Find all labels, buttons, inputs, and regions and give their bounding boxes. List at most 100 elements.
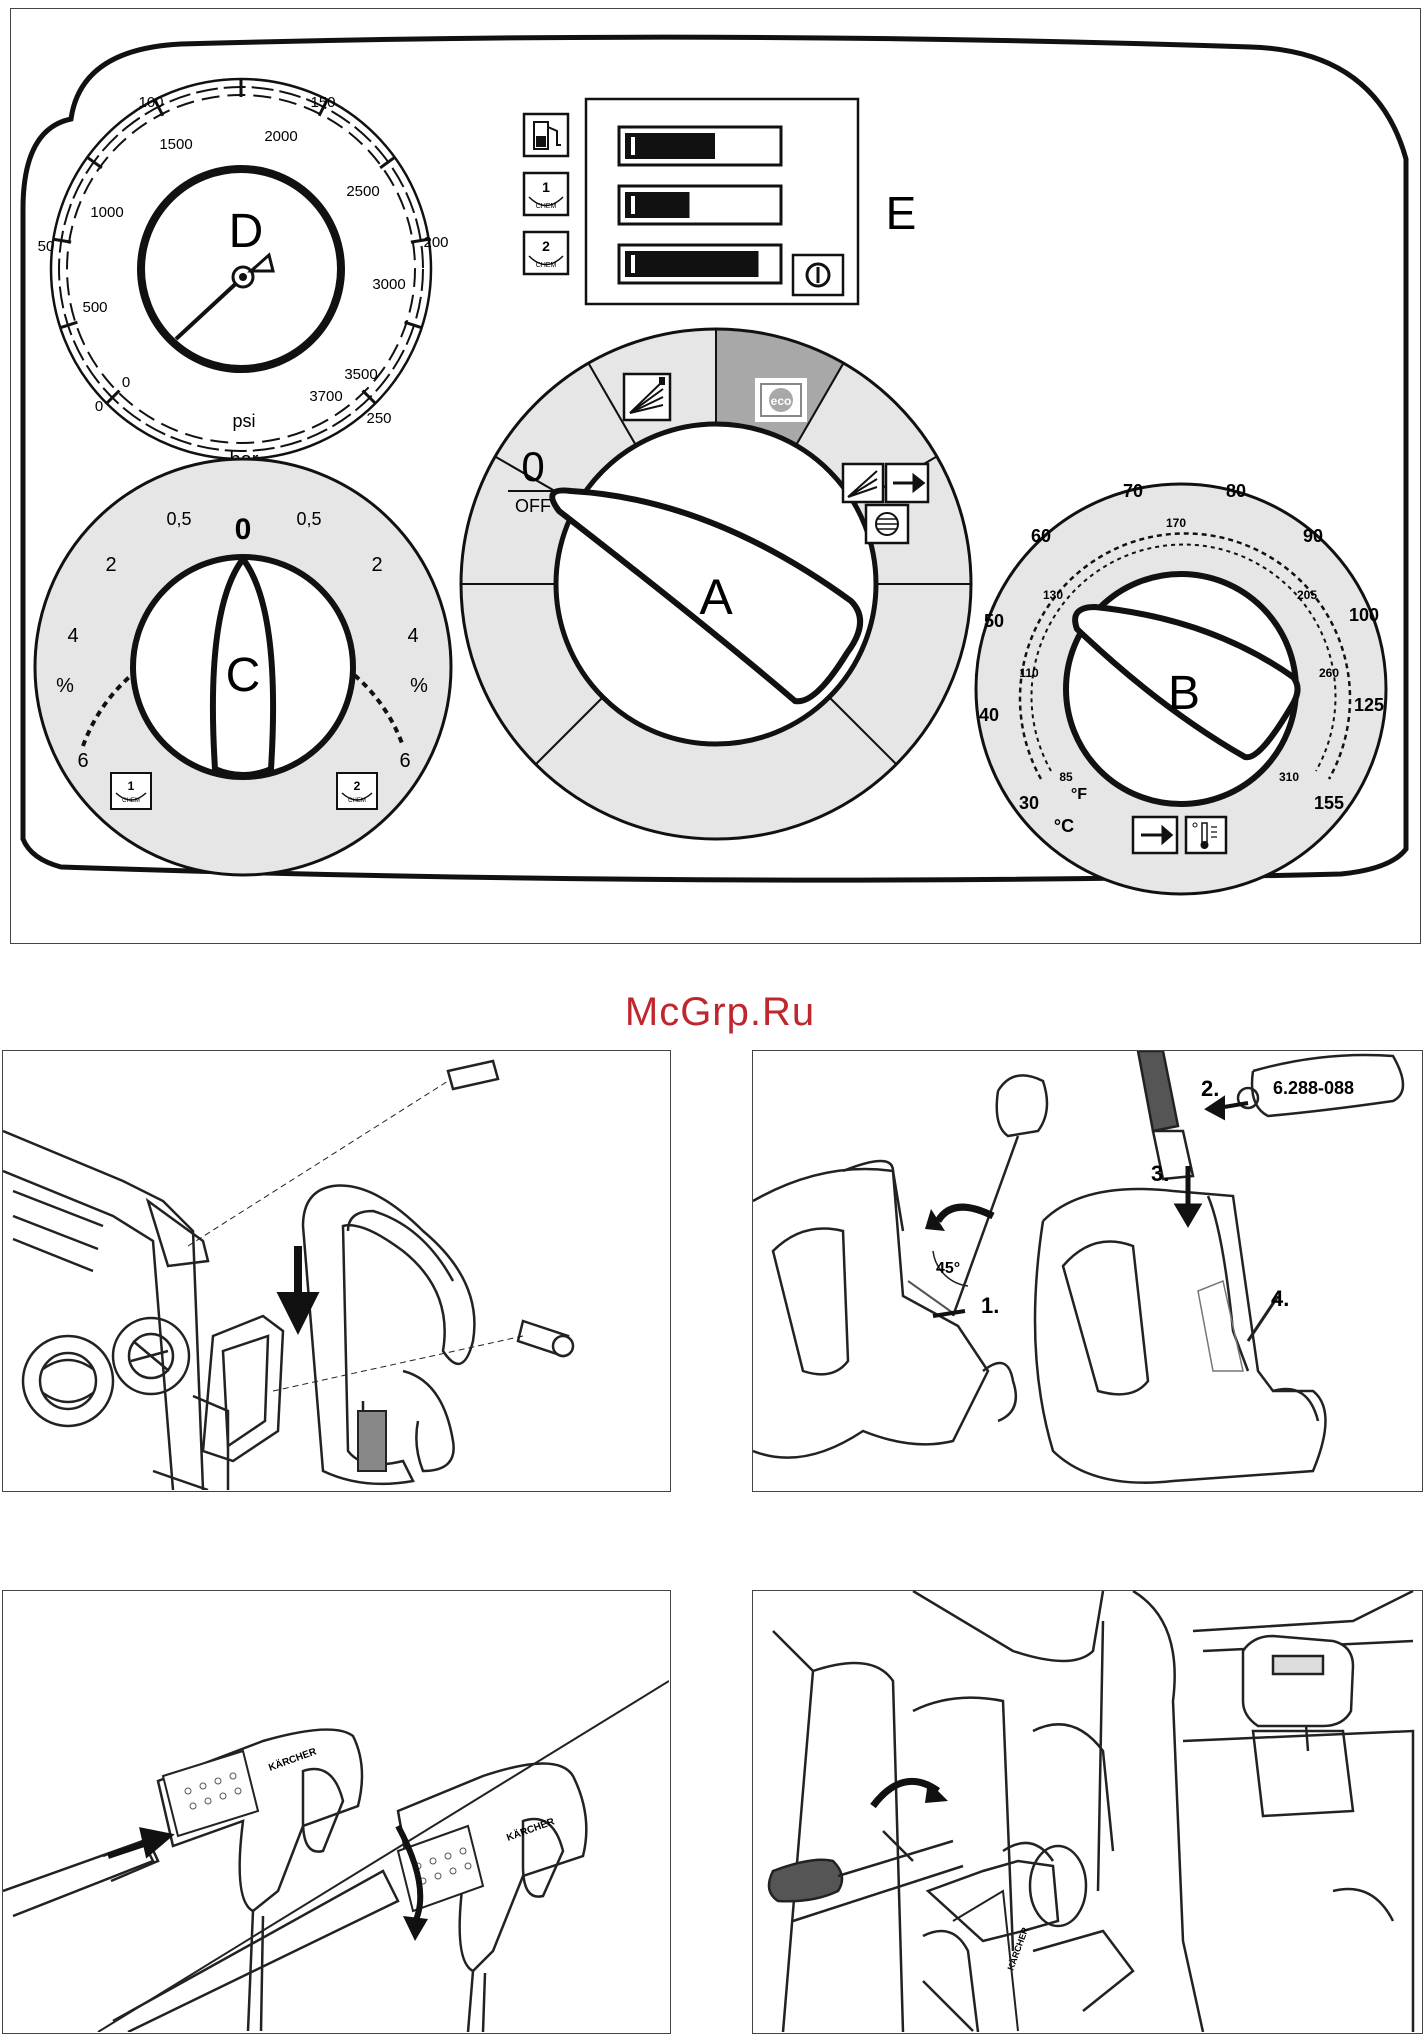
step-3-label: 3. [1151,1161,1169,1186]
bar-tick-250: 250 [366,410,391,427]
trigger-gun-steps-figure: 45° 1. 6.288-088 2. 3. 4. [752,1050,1423,1492]
bar-tick-150: 150 [310,94,335,111]
celsius-155: 155 [1314,793,1344,813]
holder-mounting-svg: KÄRCHER [753,1591,1421,2032]
insert-arrow [108,1831,168,1856]
dial-c-right-4: 4 [407,625,418,647]
unit-celsius: °C [1054,816,1074,836]
eco-icon: eco [756,379,806,421]
heating-arrow-icon [886,464,928,502]
screwdriver-handle [769,1860,842,1902]
bar-tick-200: 200 [423,234,448,251]
bar-tick-100: 100 [138,94,163,111]
dial-c-left-6: 6 [77,750,88,772]
mode-selector-dial[interactable]: A 0 OFF eco [461,329,971,839]
bar-tick-0: 0 [95,398,103,415]
gauge-tick-7 [380,157,395,168]
pressure-gauge: D psi bar 0 50 100 150 200 250 0 500 100… [38,79,449,471]
chemical-dosing-dial[interactable]: C 0 0,5 2 4 % 6 0,5 2 4 % 6 1 CHEM 2 CHE… [35,459,451,875]
psi-tick-3700: 3700 [309,388,342,405]
control-panel-figure: D psi bar 0 50 100 150 200 250 0 500 100… [10,8,1421,944]
fahrenheit-205: 205 [1297,588,1317,602]
spray-icon [624,374,670,420]
gauge-unit-psi: psi [232,411,255,431]
off-number: 0 [521,443,544,490]
trigger-gun-steps-svg: 45° 1. 6.288-088 2. 3. 4. [753,1051,1421,1490]
psi-tick-0: 0 [122,374,130,391]
rotate-arrow [938,1207,993,1221]
fahrenheit-310: 310 [1279,770,1299,784]
fahrenheit-85: 85 [1059,770,1073,784]
psi-tick-500: 500 [82,299,107,316]
celsius-100: 100 [1349,605,1379,625]
handle-grip-insert [358,1411,386,1471]
psi-tick-3500: 3500 [344,366,377,383]
step-1-label: 1. [981,1293,999,1318]
dial-c-right-6: 6 [399,750,410,772]
temperature-dial[interactable]: B 30 40 50 60 70 80 90 100 125 155 85 11… [976,481,1386,894]
power-icon[interactable] [793,255,843,295]
celsius-70: 70 [1123,481,1143,501]
level-tick-2 [631,196,635,214]
chem-1-icon: 1 CHEM [524,173,568,215]
lance-attach-figure: KÄRCHER KÄRCHER [2,1590,671,2034]
psi-tick-2500: 2500 [346,183,379,200]
dial-c-right-2: 2 [371,554,382,576]
unit-fahrenheit: °F [1071,786,1087,803]
thermometer-icon [1186,817,1226,853]
celsius-30: 30 [1019,793,1039,813]
celsius-90: 90 [1303,526,1323,546]
svg-text:eco: eco [771,394,792,408]
step-4-label: 4. [1271,1286,1289,1311]
svg-text:1: 1 [542,179,550,195]
level-tick-1 [631,137,635,155]
lance-attach-svg: KÄRCHER KÄRCHER [3,1591,669,2032]
watermark-text: McGrp.Ru [0,990,1428,1035]
dial-c-left-2: 2 [105,554,116,576]
bar-tick-50: 50 [38,238,55,255]
celsius-125: 125 [1354,695,1384,715]
svg-text:2: 2 [354,779,361,793]
off-label: OFF [515,496,551,516]
level-bars [619,127,781,283]
dial-c-chem-1-icon: 1 CHEM [111,773,151,809]
celsius-40: 40 [979,705,999,725]
part-number-label: 6.288-088 [1273,1078,1354,1098]
dial-b-letter: B [1168,667,1200,720]
celsius-60: 60 [1031,526,1051,546]
fahrenheit-130: 130 [1043,588,1063,602]
dial-c-left-4: 4 [67,625,78,647]
celsius-80: 80 [1226,481,1246,501]
psi-tick-1500: 1500 [159,136,192,153]
svg-text:2: 2 [542,238,550,254]
dial-a-letter: A [699,569,733,625]
angle-label: 45° [936,1260,960,1277]
counter-box [1243,1636,1353,1726]
dial-c-chem-2-icon: 2 CHEM [337,773,377,809]
dial-c-left-percent: % [56,675,74,697]
psi-tick-1000: 1000 [90,204,123,221]
fahrenheit-110: 110 [1019,666,1039,680]
level-tick-3 [631,255,635,273]
handle-mounting-figure [2,1050,671,1492]
holder-mounting-figure: KÄRCHER [752,1590,1423,2034]
dial-c-zero: 0 [235,513,252,546]
psi-tick-2000: 2000 [264,128,297,145]
svg-text:CHEM: CHEM [536,262,557,269]
level-display: 1 CHEM 2 CHEM E [524,99,916,304]
fahrenheit-170: 170 [1166,516,1186,530]
handle-mounting-svg [3,1051,669,1490]
gauge-letter: D [229,205,264,258]
svg-text:CHEM: CHEM [348,798,366,804]
dial-c-right-percent: % [410,675,428,697]
gauge-tick-3 [87,157,102,168]
level-fill-1 [625,133,715,159]
svg-text:1: 1 [128,779,135,793]
dial-c-letter: C [226,649,261,702]
celsius-50: 50 [984,611,1004,631]
hot-water-icon [843,464,883,502]
svg-text:CHEM: CHEM [122,798,140,804]
svg-text:CHEM: CHEM [536,203,557,210]
chem-2-icon: 2 CHEM [524,232,568,274]
step-2-label: 2. [1201,1076,1219,1101]
